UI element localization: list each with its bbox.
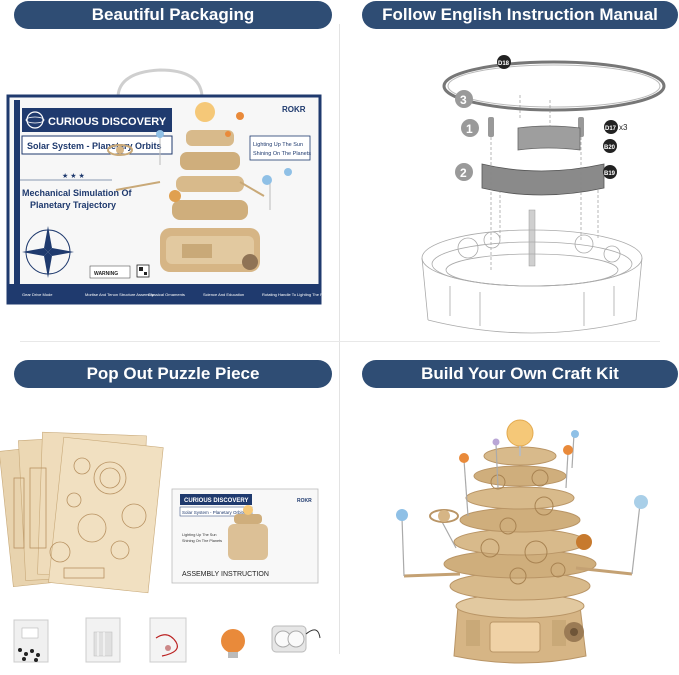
- panel-craft: Build Your Own Craft Kit: [340, 338, 679, 675]
- vertical-divider: [339, 24, 340, 654]
- sun-sphere-part: [221, 629, 245, 653]
- box-product-name: Solar System - Planetary Orbits: [27, 141, 162, 151]
- sun-planet: [506, 419, 534, 447]
- part-strip-b19: [481, 163, 605, 196]
- accessory-bag-wire: [149, 617, 187, 663]
- svg-text:★ ★ ★: ★ ★ ★: [62, 172, 85, 180]
- step-1-label: 1: [466, 122, 473, 136]
- instruction-booklet: CURIOUS DISCOVERY ROKR Solar System - Pl…: [171, 488, 319, 584]
- puzzle-contents-illustration: CURIOUS DISCOVERY ROKR Solar System - Pl…: [0, 431, 321, 663]
- craft-heading: Build Your Own Craft Kit: [362, 360, 678, 388]
- box-callout-line1: Lighting Up The Sun: [253, 142, 303, 148]
- manual-heading: Follow English Instruction Manual: [362, 1, 678, 29]
- model-tiers: [443, 446, 597, 601]
- panel-packaging: Beautiful Packaging CURIOUS DISCOVERY So…: [0, 0, 339, 337]
- box-brand-banner: [22, 108, 172, 132]
- planet-saturn: [429, 509, 459, 523]
- step-3-label: 3: [460, 93, 467, 107]
- booklet-callout-line1: Lighting Up The Sun: [182, 533, 217, 537]
- model-light-window: [489, 621, 541, 653]
- wood-sheets-stack: [0, 431, 164, 594]
- step-2-label: 2: [460, 166, 467, 180]
- base-line-drawing: [421, 229, 643, 334]
- part-qty-d17: x3: [619, 123, 628, 132]
- planet-purple: [492, 438, 500, 446]
- planet-blue-small: [571, 430, 579, 438]
- motor-part: [271, 625, 321, 653]
- box-feature-1: Gear Drive Mode: [22, 292, 53, 297]
- panel-puzzle: Pop Out Puzzle Piece CURIOUS DISCOVERY R: [0, 338, 339, 675]
- planet-orange-right: [563, 445, 573, 455]
- atom-logo-icon: [26, 111, 44, 129]
- step-3-badge: [455, 90, 473, 108]
- part-label-b19: B19: [604, 171, 616, 177]
- planet-jupiter: [576, 534, 592, 550]
- planet-blue-left: [396, 509, 408, 521]
- orbit-arm-right: [575, 566, 633, 576]
- box-tagline-line2: Planetary Trajectory: [30, 200, 116, 210]
- packaging-heading: Beautiful Packaging: [14, 1, 332, 29]
- part-strip-b20: [517, 125, 581, 151]
- panel-manual: Follow English Instruction Manual D18 3 …: [340, 0, 679, 337]
- part-ring-d18: [442, 60, 666, 112]
- box-handle: [116, 68, 204, 97]
- puzzle-heading: Pop Out Puzzle Piece: [14, 360, 332, 388]
- packaging-box-illustration: CURIOUS DISCOVERY Solar System - Planeta…: [6, 68, 332, 305]
- part-label-d17: D17: [605, 126, 617, 132]
- manual-exploded-diagram: D18 3 D17 x3 1 B20 B19 2: [421, 55, 666, 334]
- accessory-bag-rods: [85, 617, 121, 663]
- box-model-illustration: [107, 102, 292, 272]
- booklet-product-name: Solar System - Planetary Orbits: [182, 510, 246, 515]
- orbit-arm-left: [403, 572, 461, 578]
- box-callout-line2: Shining On The Planets: [253, 151, 311, 157]
- part-label-d18-badge: [497, 55, 511, 69]
- box-feature-4: Science And Education: [203, 292, 244, 297]
- box-callout: [249, 135, 311, 161]
- step-1-badge: [461, 119, 479, 137]
- box-feature-5: Rotating Handle To Lighting The Planet: [262, 292, 332, 297]
- planet-blue-right: [634, 495, 648, 509]
- box-left-band: [14, 100, 20, 294]
- box-feature-2: Mortise And Tenon Structure Assembly: [85, 292, 154, 297]
- part-pin-1: [488, 117, 494, 137]
- box-brand-title: CURIOUS DISCOVERY: [48, 116, 167, 128]
- horizontal-divider: [20, 341, 660, 342]
- box-feature-3: Classical Ornaments: [148, 292, 185, 297]
- warning-icon: [89, 265, 131, 279]
- booklet-brand-title: CURIOUS DISCOVERY: [184, 498, 248, 504]
- accessory-bag-nuts: [13, 619, 49, 663]
- step-2-badge: [455, 163, 473, 181]
- booklet-logo: ROKR: [297, 498, 312, 504]
- part-label-d18: D18: [498, 61, 510, 67]
- box-product-label: [21, 135, 173, 155]
- box-warning: WARNING: [94, 271, 118, 277]
- box-logo: ROKR: [282, 105, 306, 114]
- assembled-model-illustration: [396, 419, 648, 664]
- box-tagline-line1: Mechanical Simulation Of: [22, 188, 133, 198]
- booklet-footer: ASSEMBLY INSTRUCTION: [182, 571, 269, 578]
- planet-orange-left: [459, 453, 469, 463]
- part-label-d17-badge: [604, 120, 618, 134]
- booklet-callout-line2: Shining On The Planets: [182, 539, 222, 543]
- part-label-b20: B20: [604, 145, 616, 151]
- compass-rose-icon: [22, 226, 74, 278]
- box-feature-strip: [8, 284, 320, 303]
